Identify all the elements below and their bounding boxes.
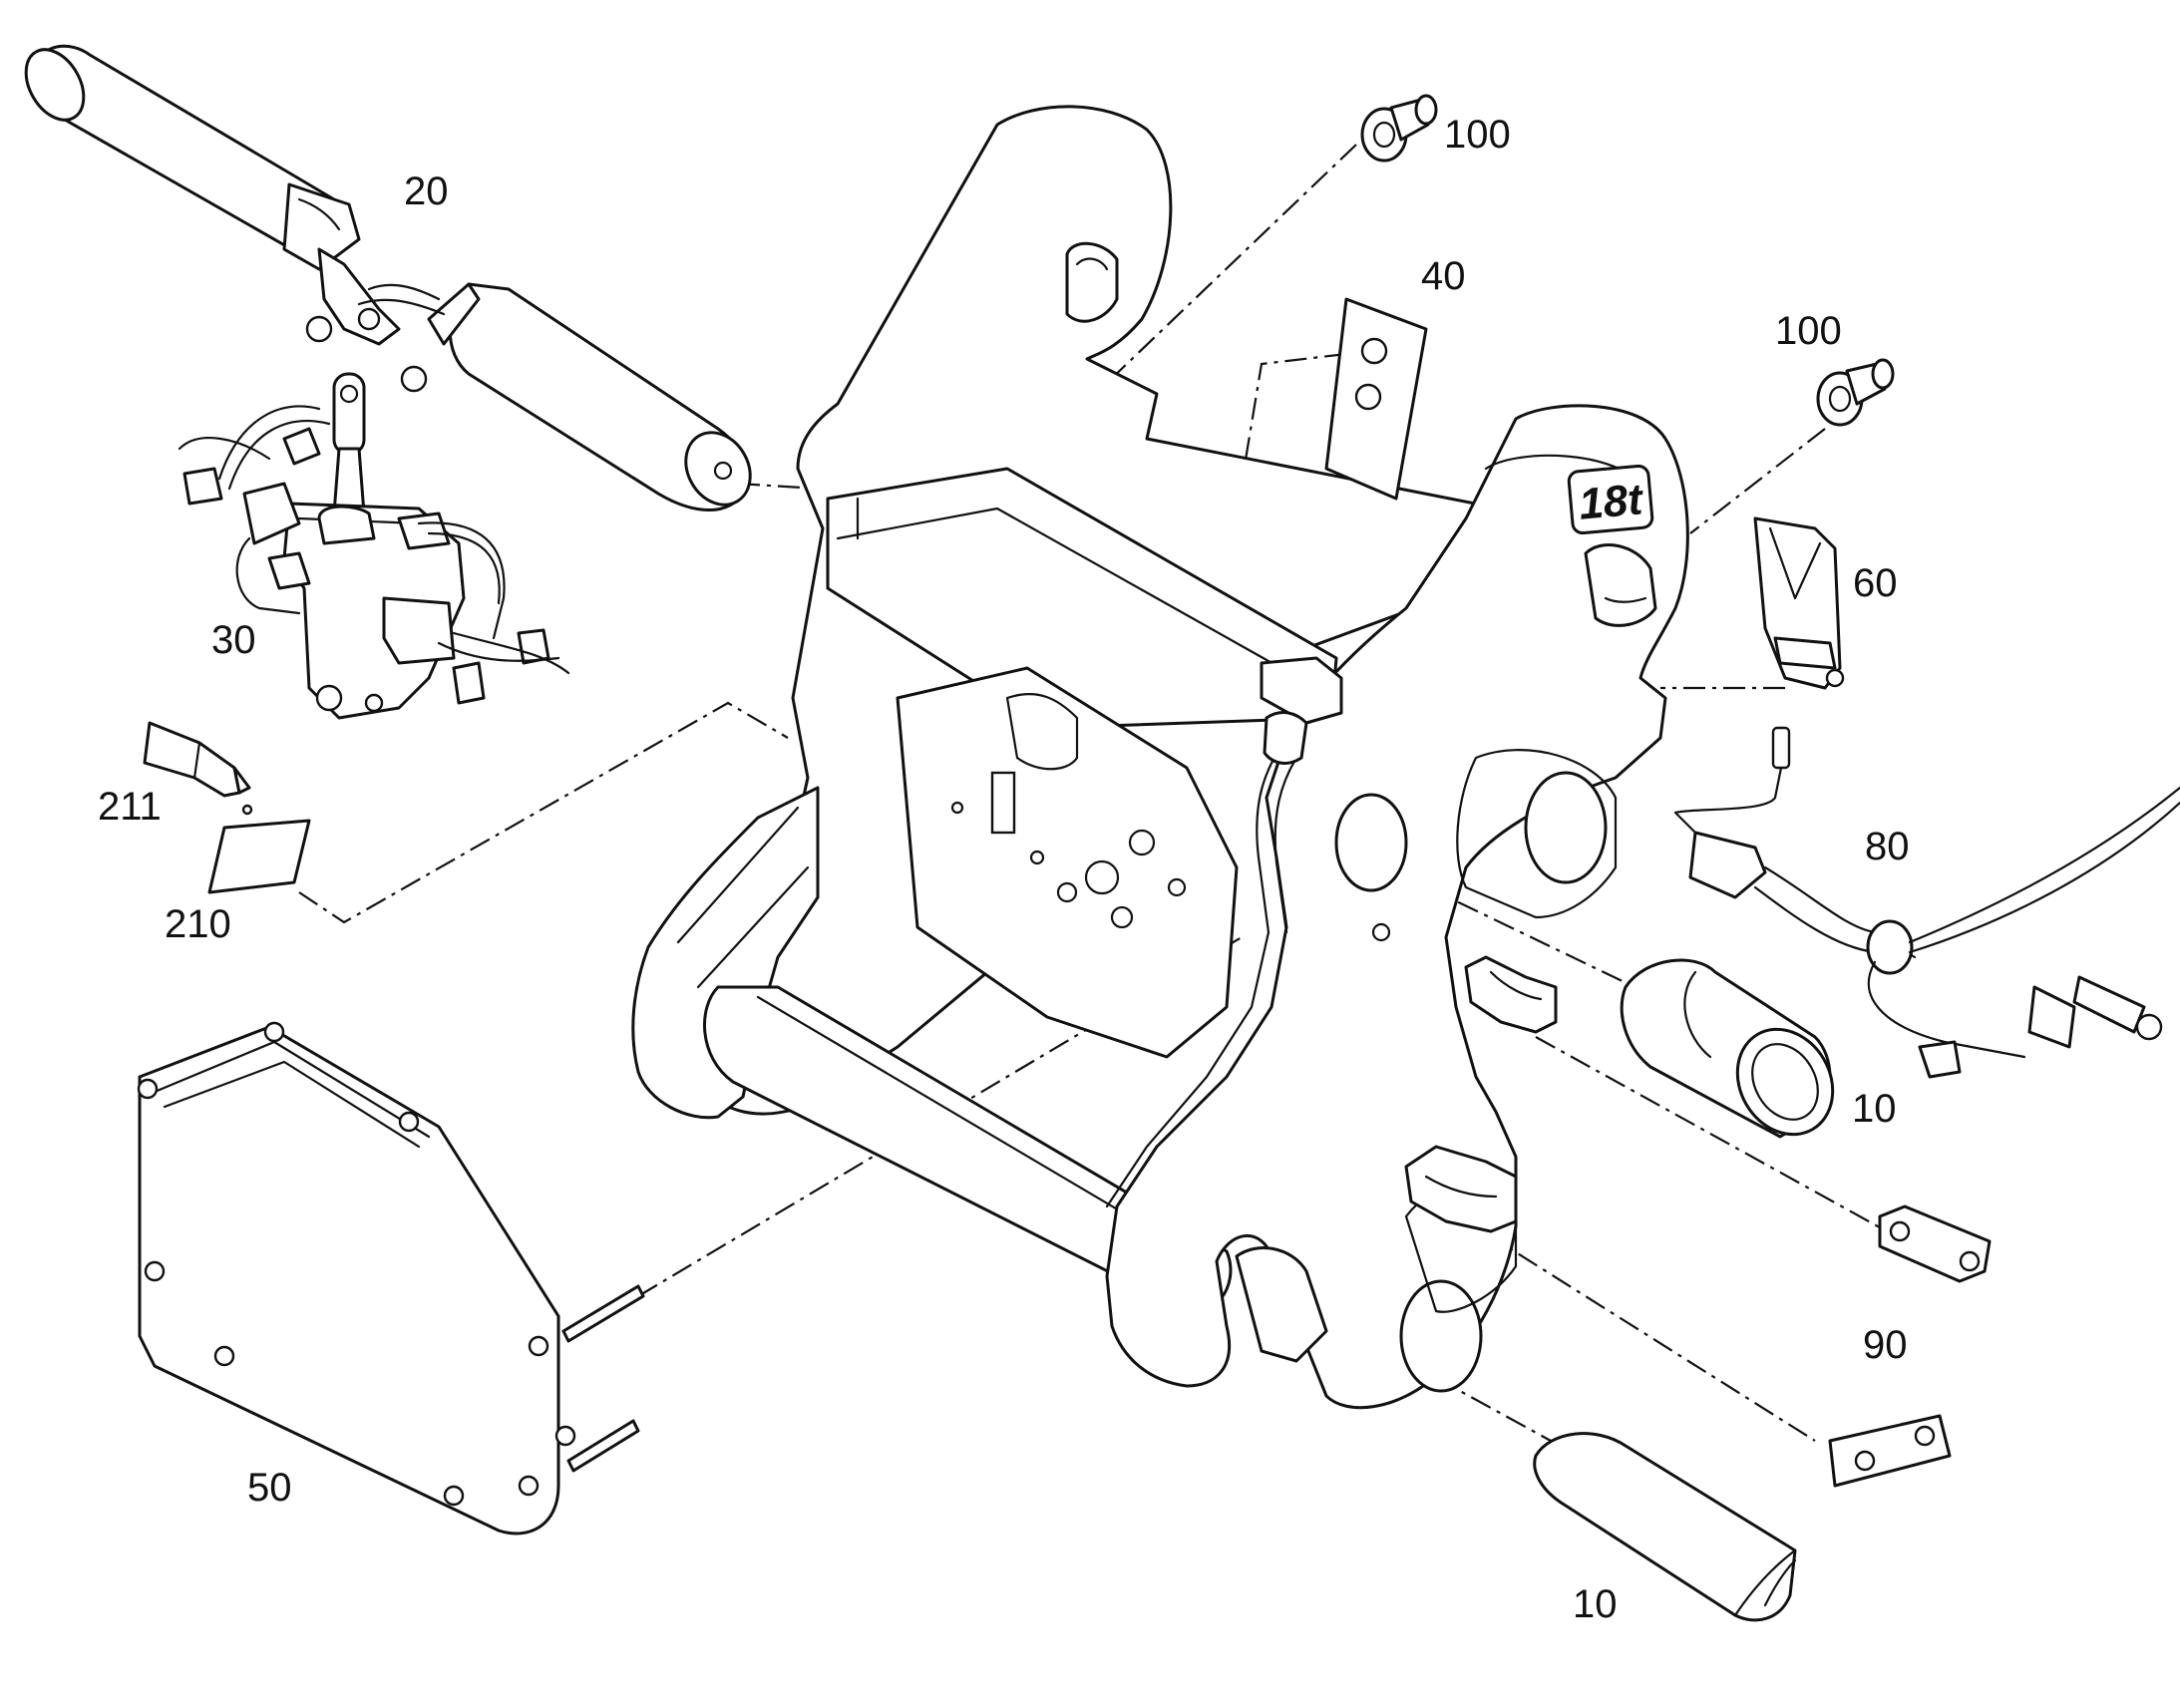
capacity-logo: 18t: [1567, 464, 1654, 535]
callout-100-right: 100: [1775, 309, 1842, 353]
callout-30: 30: [211, 618, 256, 662]
callout-20: 20: [404, 170, 449, 213]
callout-60: 60: [1853, 561, 1898, 605]
shim-plate-lower: [1828, 1414, 1952, 1488]
callout-40: 40: [1421, 254, 1466, 298]
safety-latch: [1753, 516, 1845, 690]
callout-210: 210: [165, 902, 231, 946]
bushing-lower: [1533, 1432, 1797, 1622]
callout-211: 211: [98, 785, 162, 829]
sealing-pad: [207, 819, 311, 894]
sensor-cable: [1673, 726, 2180, 1079]
bushing-upper: [1620, 958, 1835, 1139]
capacity-logo-text: 18t: [1577, 475, 1646, 529]
sealant-tube: [143, 721, 253, 816]
wear-plate: [1324, 297, 1428, 501]
callout-labels: 20 30 211 210 50 100 40 100 60 80 10 90 …: [98, 113, 1910, 1626]
callout-10-lower: 10: [1573, 1582, 1618, 1626]
cover-plate: [137, 1021, 645, 1536]
shim-plate-upper: [1878, 1204, 1992, 1283]
coupler-frame: 18t: [631, 105, 1689, 1410]
callout-100-upper: 100: [1444, 113, 1511, 157]
callout-50: 50: [247, 1466, 292, 1510]
grease-nipple-right: [1816, 358, 1895, 427]
valve-block: [178, 372, 570, 720]
callout-10-upper: 10: [1852, 1087, 1897, 1131]
callout-90: 90: [1863, 1323, 1908, 1367]
hydraulic-cylinder: [24, 44, 752, 512]
grease-nipple-upper: [1360, 94, 1438, 163]
callout-80: 80: [1865, 825, 1910, 868]
